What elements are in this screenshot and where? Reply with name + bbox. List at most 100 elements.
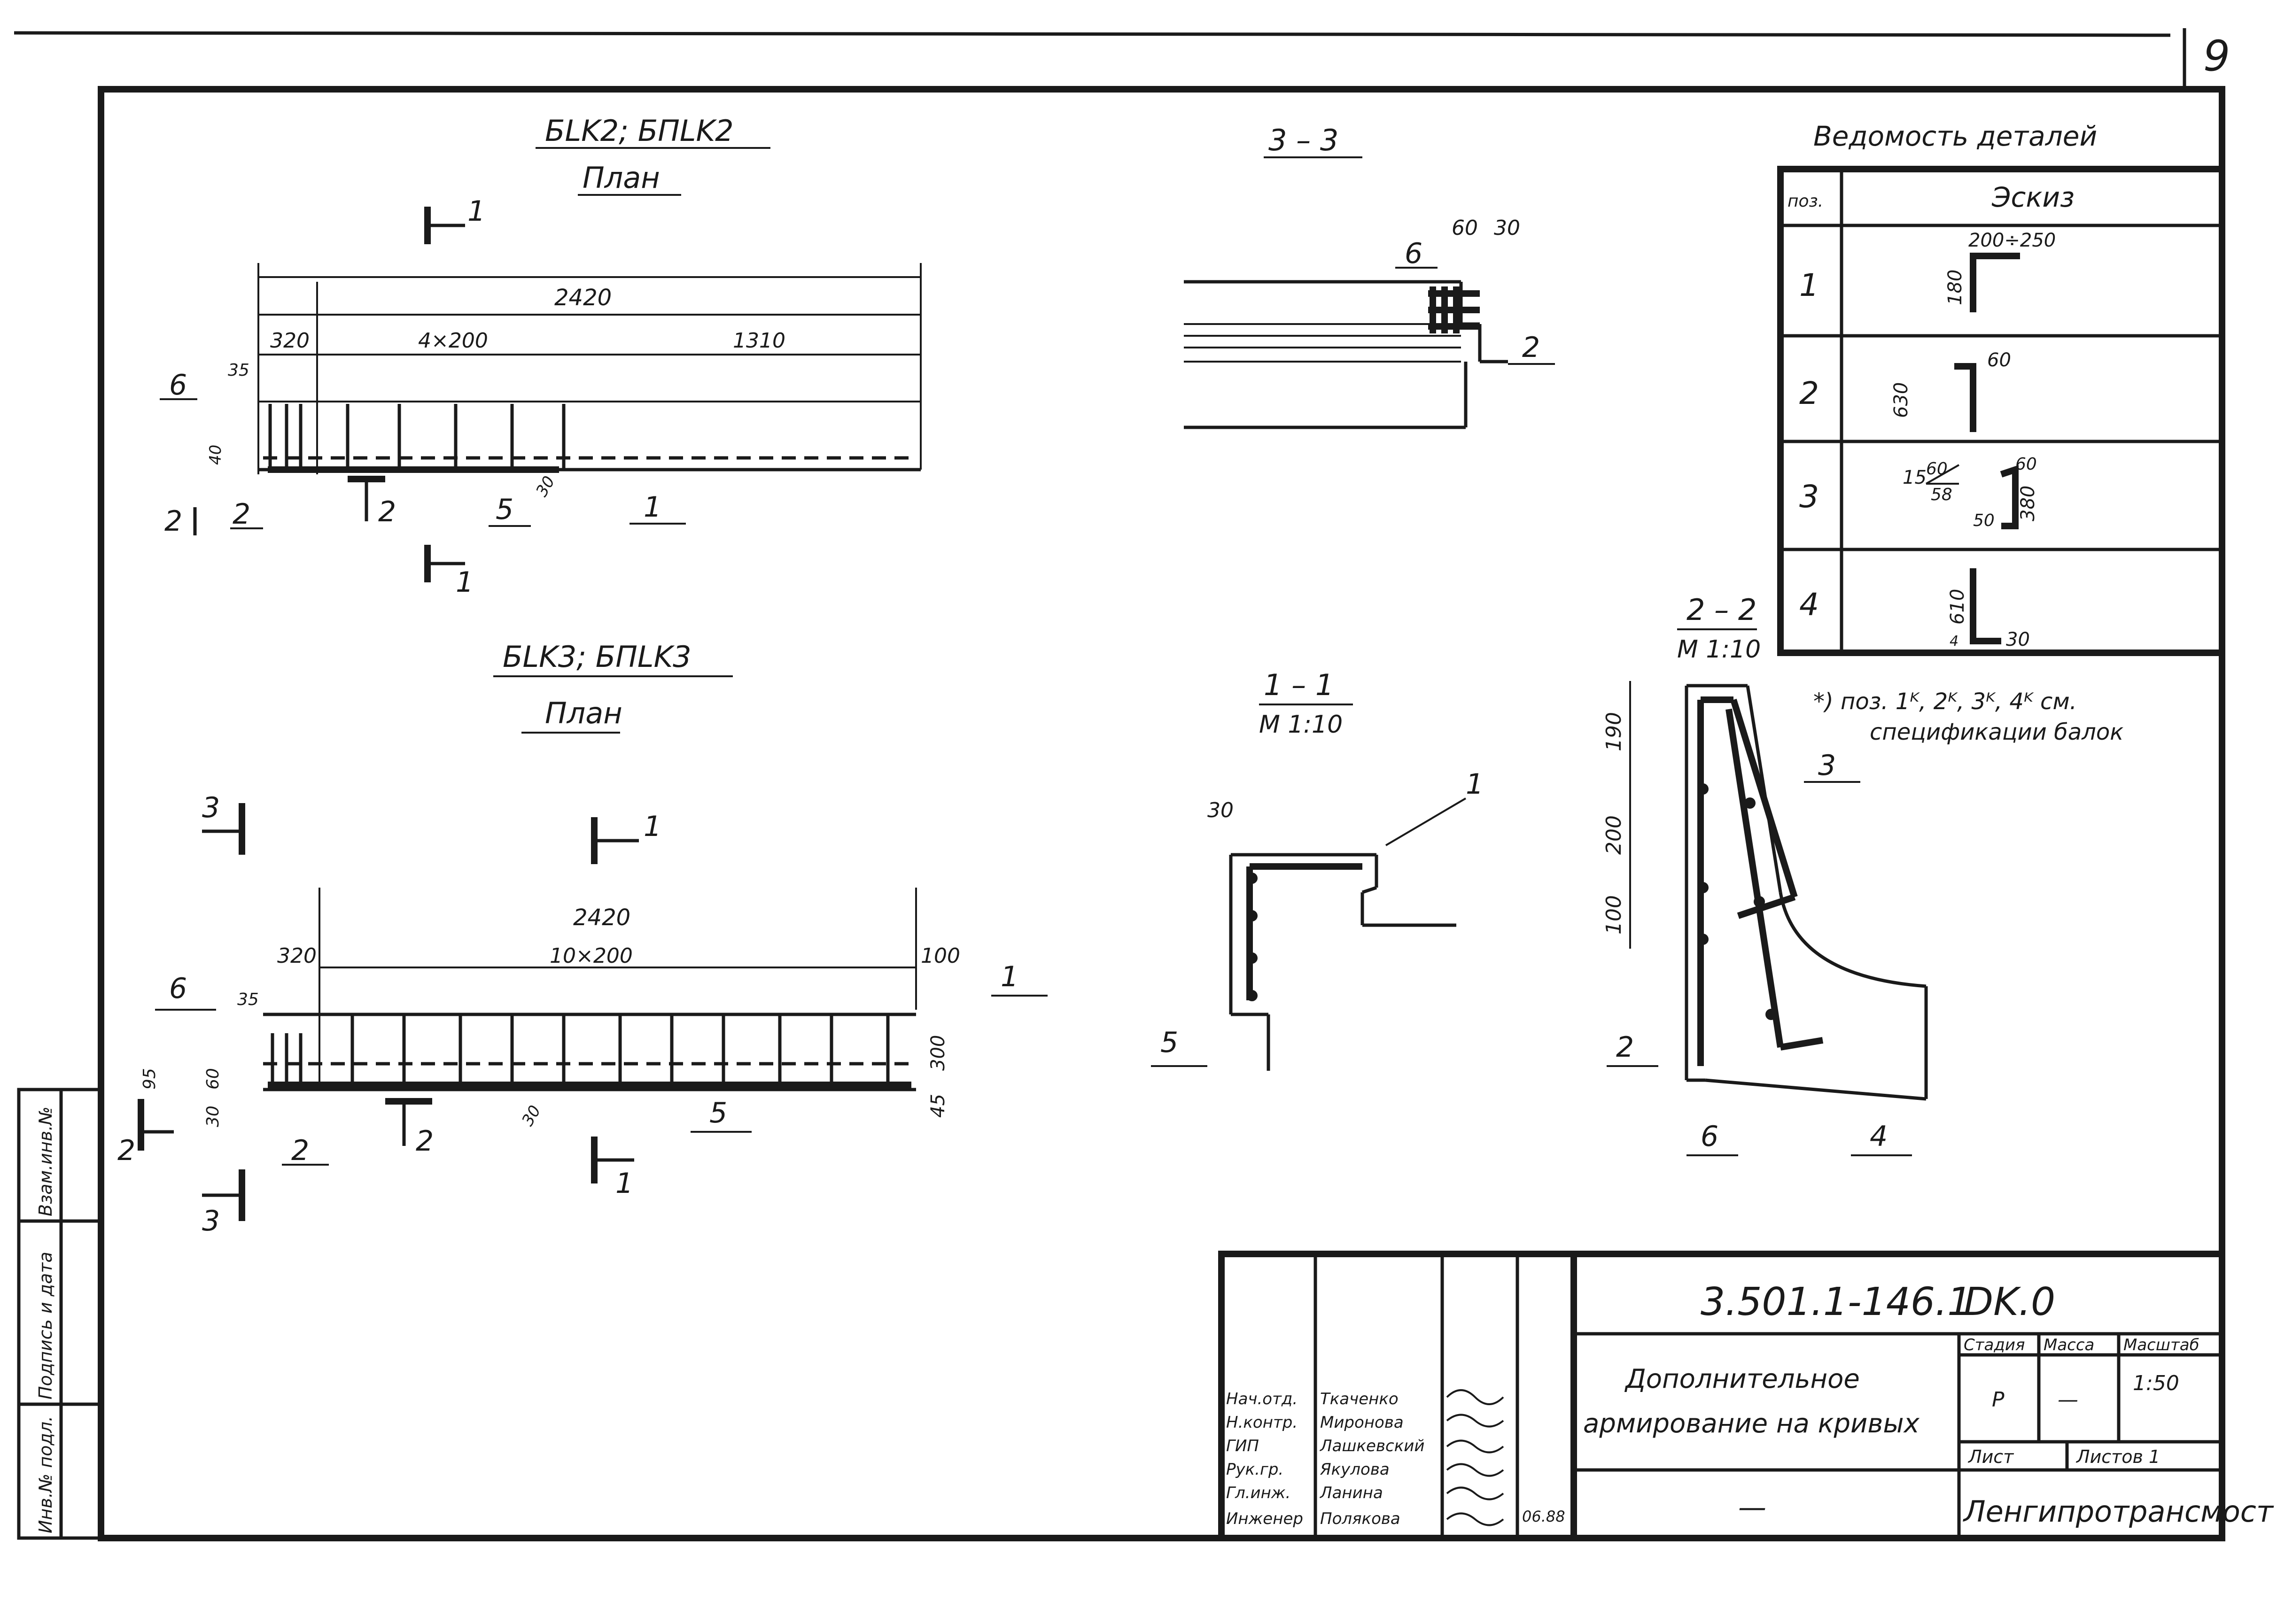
doc-name-line2: армирование на кривых xyxy=(1583,1408,1920,1439)
section-22-dim-100: 100 xyxy=(1602,895,1626,935)
plan-b-dim-30a: 30 xyxy=(203,1106,223,1127)
section-22-mark-2: 2 xyxy=(1616,1031,1634,1064)
plan-a-mark-6: 6 xyxy=(169,369,187,402)
sheet-frame: 9 xyxy=(14,28,2230,1541)
doc-name-line1: Дополнительное xyxy=(1624,1364,1860,1394)
section-22-bar xyxy=(1765,1009,1777,1020)
section-11-bar xyxy=(1246,990,1258,1001)
details-row4-a: 610 xyxy=(1947,589,1968,625)
section-33-dim-60: 60 xyxy=(1452,216,1478,240)
details-note-line2: спецификации балок xyxy=(1870,719,2123,745)
details-row3-pos: 3 xyxy=(1799,479,1819,515)
plan-a-dim-35: 35 xyxy=(228,361,249,380)
plan-a-dim-first: 320 xyxy=(270,329,310,353)
section-33: 3 – 3 60 30 6 2 xyxy=(1184,123,1555,429)
plan-b-stirrups xyxy=(268,1014,911,1090)
plan-a-dim-rest: 1310 xyxy=(733,329,785,353)
plan-a-cut2-mid: 2 xyxy=(378,495,396,528)
plan-a-cut1-bottom: 1 xyxy=(456,566,474,599)
section-11-title: 1 – 1 xyxy=(1264,668,1334,702)
stamp-role: ГИП xyxy=(1226,1437,1259,1455)
section-22-mark-6: 6 xyxy=(1701,1120,1718,1153)
details-row4-b: 30 xyxy=(2006,629,2030,650)
plan-a-dim-40: 40 xyxy=(206,445,225,465)
stamp-name: Якулова xyxy=(1320,1460,1390,1479)
plan-a-mark-2: 2 xyxy=(233,498,250,531)
details-note-line1: *) поз. 1ᴷ, 2ᴷ, 3ᴷ, 4ᴷ см. xyxy=(1813,688,2077,715)
details-row3-e: 50 xyxy=(1973,511,1995,530)
section-22-bar xyxy=(1754,896,1765,907)
scale-label: Масштаб xyxy=(2123,1336,2199,1354)
stamp-roles: Нач.отд. Н.контр. ГИП Рук.гр. Гл.инж. Ин… xyxy=(1226,1390,1303,1528)
plan-b-dim-300: 300 xyxy=(927,1035,949,1071)
stage-value: Р xyxy=(1992,1388,2005,1412)
stamp-name: Полякова xyxy=(1320,1509,1400,1528)
plan-a-title: БLK2; БПLK2 xyxy=(545,114,734,148)
section-11: 1 – 1 М 1:10 30 1 5 xyxy=(1151,668,1484,1071)
section-33-title: 3 – 3 xyxy=(1268,123,1338,157)
details-row3-a: 15 xyxy=(1903,467,1927,488)
plan-b-dim-95: 95 xyxy=(140,1068,159,1090)
details-table: Ведомость деталей поз. Эскиз 1 200÷250 1… xyxy=(1777,120,2225,745)
plan-b-cut3-top: 3 xyxy=(202,791,220,824)
plan-a-mark-1: 1 xyxy=(644,491,661,524)
sheet-number: 9 xyxy=(2203,31,2230,81)
details-title: Ведомость деталей xyxy=(1813,120,2097,152)
plan-b-cut1-bottom: 1 xyxy=(615,1167,633,1200)
plan-b-dim-end: 100 xyxy=(921,944,960,968)
stamp-role: Гл.инж. xyxy=(1226,1484,1290,1502)
details-row4-pos: 4 xyxy=(1799,587,1819,623)
plan-a-dim-30: 30 xyxy=(532,473,559,500)
plan-b-dim-overall: 2420 xyxy=(573,905,630,931)
stamp-name: Миронова xyxy=(1320,1413,1404,1432)
mass-value: — xyxy=(2058,1388,2078,1412)
section-11-scale: М 1:10 xyxy=(1259,711,1343,739)
side-stamp: Взам.инв.№ Подпись и дата Инв.№ подл. xyxy=(17,1088,103,1540)
plan-b-cut2-left: 2 xyxy=(117,1134,135,1167)
plan-b-cut3-bottom: 3 xyxy=(202,1205,220,1237)
plan-a: БLK2; БПLK2 План 1 1 2420 320 4×200 1310… xyxy=(160,114,922,599)
section-33-rebar xyxy=(1428,286,1480,333)
section-11-dim-30: 30 xyxy=(1207,798,1234,822)
details-row1-a: 200÷250 xyxy=(1968,230,2056,251)
plan-a-cut2-left: 2 xyxy=(164,505,182,538)
section-22-title: 2 – 2 xyxy=(1686,593,1756,627)
details-row3-c: 58 xyxy=(1931,485,1952,504)
side-stamp-inv: Инв.№ подл. xyxy=(35,1416,56,1533)
details-row3-f: 380 xyxy=(2017,486,2039,521)
section-22-bar xyxy=(1697,783,1709,795)
plan-a-dim-overall: 2420 xyxy=(554,285,612,311)
stamp-name: Лашкевский xyxy=(1319,1437,1424,1455)
stage-label: Стадия xyxy=(1964,1336,2025,1354)
plan-b-dim-35: 35 xyxy=(237,990,259,1009)
plan-b: БLK3; БПLK3 План 3 3 1 1 2420 10×200 320… xyxy=(117,640,1048,1237)
plan-a-stirrups xyxy=(268,404,566,473)
plan-b-cut1-top: 1 xyxy=(644,810,661,843)
side-stamp-zam: Взам.инв.№ xyxy=(35,1106,56,1216)
stamp-date: 06.88 xyxy=(1522,1508,1565,1525)
details-row2-pos: 2 xyxy=(1799,375,1819,411)
section-33-mark-6: 6 xyxy=(1405,237,1422,270)
details-row1-pos: 1 xyxy=(1799,267,1819,303)
details-col-sketch: Эскиз xyxy=(1991,181,2075,213)
plan-b-dim-first: 320 xyxy=(277,944,317,968)
doc-code: 3.501.1-146.1 xyxy=(1701,1280,1972,1324)
stamp-role: Инженер xyxy=(1226,1509,1303,1528)
plan-b-title: БLK3; БПLK3 xyxy=(503,640,692,674)
doc-mark: DK.0 xyxy=(1964,1280,2055,1324)
plan-a-dim-spacing: 4×200 xyxy=(418,329,488,353)
details-col-pos: поз. xyxy=(1787,192,1823,211)
plan-b-dim-60: 60 xyxy=(203,1068,223,1090)
section-11-bar xyxy=(1246,873,1258,884)
stamp-names: Ткаченко Миронова Лашкевский Якулова Лан… xyxy=(1319,1390,1424,1528)
details-row4-c: 4 xyxy=(1950,633,1958,650)
section-22-dim-190: 190 xyxy=(1602,712,1626,751)
section-11-bar xyxy=(1246,952,1258,964)
section-22-bar xyxy=(1744,797,1756,809)
stamp-role: Рук.гр. xyxy=(1226,1460,1283,1479)
plan-b-dim-30b: 30 xyxy=(518,1102,544,1129)
plan-b-dim-spacing: 10×200 xyxy=(550,944,633,968)
sheets-label: Листов 1 xyxy=(2075,1446,2160,1467)
section-22-bar xyxy=(1697,934,1709,945)
